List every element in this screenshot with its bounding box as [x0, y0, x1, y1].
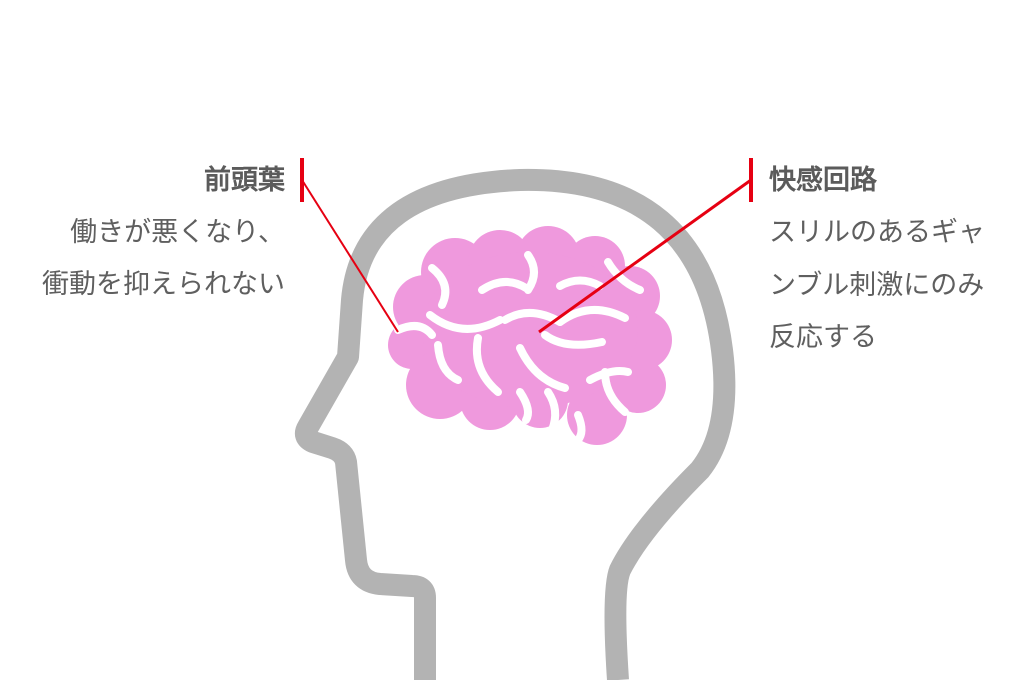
pleasure-circuit-title: 快感回路	[769, 165, 877, 196]
right-leader-connector	[538, 178, 752, 334]
left-label-line-1: 働きが悪くなり、	[70, 217, 285, 248]
right-label-line-3: 反応する	[769, 322, 877, 353]
right-leader-line	[538, 158, 753, 334]
frontal-lobe-title: 前頭葉	[204, 165, 285, 196]
head-profile-icon	[294, 168, 736, 680]
left-label-line-2: 衝動を抑えられない	[42, 269, 285, 300]
right-label-line-2: ンブル刺激にのみ	[769, 270, 985, 301]
left-leader-line	[300, 158, 399, 333]
right-label-line-1: スリルのあるギャ	[769, 217, 985, 248]
left-leader-connector	[301, 179, 399, 333]
brain-icon	[388, 226, 672, 445]
